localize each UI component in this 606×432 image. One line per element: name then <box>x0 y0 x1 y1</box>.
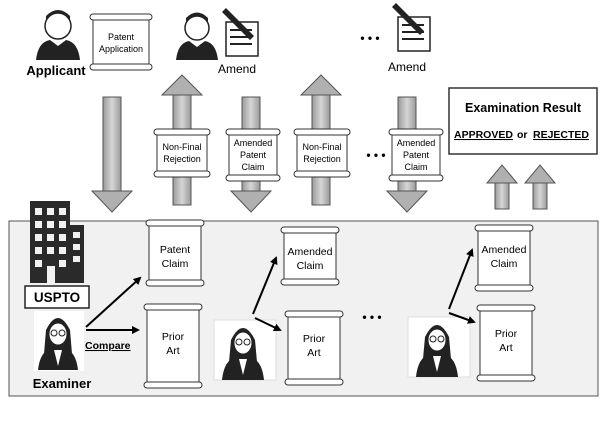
uspto-label-box <box>24 285 90 309</box>
amended-claim-scroll-2: Amended Claim <box>474 224 534 292</box>
patent-claim-scroll: Patent Claim <box>145 219 205 287</box>
svg-text:Amended: Amended <box>234 138 273 148</box>
amend-person-icon-1 <box>176 12 218 60</box>
amend-label-2: Amend <box>388 60 426 74</box>
examiner-person-icon-1 <box>34 311 84 371</box>
svg-text:Patent: Patent <box>240 150 267 160</box>
svg-text:Prior: Prior <box>162 331 185 343</box>
arrow-to-amended-claim-1 <box>252 256 278 315</box>
arrow-to-prior-art-2 <box>254 317 282 332</box>
uspto-building-icon <box>30 201 84 283</box>
svg-text:Art: Art <box>307 347 321 359</box>
arrow-to-patent-claim <box>85 276 142 328</box>
amended-claim-scroll-1: Amended Claim <box>280 226 340 286</box>
examiner-label: Examiner <box>33 376 92 391</box>
ellipsis-bottom: • • • <box>362 310 381 324</box>
svg-text:Patent: Patent <box>108 32 135 42</box>
ellipsis-top: • • • <box>360 31 379 45</box>
compare-label: Compare <box>85 340 131 352</box>
applicant-person-icon <box>36 10 80 60</box>
svg-text:Non-Final: Non-Final <box>302 142 341 152</box>
svg-text:Prior: Prior <box>495 328 518 340</box>
arrow-to-amended-claim-2 <box>448 248 474 310</box>
svg-text:Rejection: Rejection <box>163 154 201 164</box>
amend-document-icon-2 <box>392 3 431 52</box>
result-or: or <box>517 129 528 141</box>
up-arrow-result-2 <box>523 164 557 210</box>
up-arrow-result-1 <box>485 164 519 210</box>
amend-label-1: Amend <box>218 62 256 76</box>
down-arrow-submit <box>90 96 134 213</box>
svg-text:Patent: Patent <box>403 150 430 160</box>
non-final-rejection-scroll-2: Non-Final Rejection <box>293 128 351 178</box>
amend-document-icon-1 <box>222 8 259 57</box>
svg-text:Claim: Claim <box>491 258 518 270</box>
amended-patent-claim-scroll-1: Amended Patent Claim <box>225 128 281 182</box>
prior-art-scroll-2: Prior Art <box>284 310 344 386</box>
examiner-person-icon-2 <box>213 319 277 381</box>
amended-patent-claim-scroll-2: Amended Patent Claim <box>388 128 444 182</box>
svg-text:Prior: Prior <box>303 333 326 345</box>
examiner-person-icon-3 <box>407 316 471 378</box>
prior-art-scroll-1: Prior Art <box>143 303 203 389</box>
result-approved: APPROVED <box>454 129 513 141</box>
arrow-to-prior-art-3 <box>448 312 476 324</box>
svg-text:Rejection: Rejection <box>303 154 341 164</box>
uspto-label: USPTO <box>34 290 80 305</box>
prior-art-scroll-3: Prior Art <box>476 304 536 382</box>
svg-text:Claim: Claim <box>241 162 264 172</box>
svg-text:Claim: Claim <box>162 258 189 270</box>
svg-text:Non-Final: Non-Final <box>162 142 201 152</box>
result-rejected: REJECTED <box>533 129 589 141</box>
svg-text:Amended: Amended <box>288 246 333 258</box>
examination-result-box: Examination Result APPROVED or REJECTED <box>448 87 598 155</box>
svg-text:Claim: Claim <box>297 260 324 272</box>
applicant-label: Applicant <box>26 63 86 78</box>
ellipsis-mid: • • • <box>366 148 385 162</box>
patent-application-scroll: Patent Application <box>89 13 153 71</box>
non-final-rejection-scroll-1: Non-Final Rejection <box>153 128 211 178</box>
svg-text:Amended: Amended <box>482 244 527 256</box>
svg-text:Amended: Amended <box>397 138 436 148</box>
svg-text:Art: Art <box>499 342 513 354</box>
svg-text:Examination Result: Examination Result <box>465 101 582 115</box>
svg-text:Art: Art <box>166 345 180 357</box>
svg-text:Patent: Patent <box>160 244 190 256</box>
svg-text:Application: Application <box>99 44 143 54</box>
svg-text:Claim: Claim <box>404 162 427 172</box>
